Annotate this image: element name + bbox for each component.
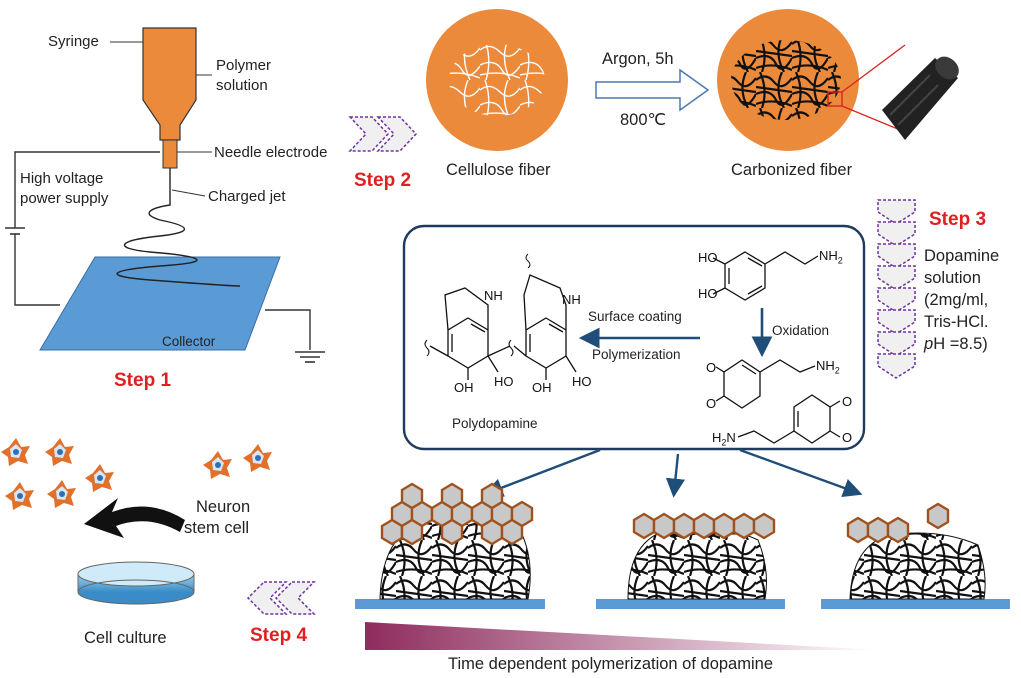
quinone-nh2: NH2 [816,358,840,376]
dopamine-nh2: NH2 [819,248,843,266]
quinone-h2n: H2N [712,430,736,448]
argon-condition-label: Argon, 5h [602,50,674,68]
quinone-o-bottom: O [706,396,717,411]
quinone-o-top: O [706,360,717,375]
cell-culture-label: Cell culture [84,629,167,647]
pda-coating-medium [632,512,776,540]
high-voltage-label-2: power supply [20,190,109,207]
dopamine-structure [712,251,819,301]
pda-ho-2: HO [572,374,592,389]
step2-chevrons [348,116,418,152]
pda-oh-1: OH [454,380,474,395]
substrate-1 [355,599,545,609]
pda-coating-thick [380,482,534,546]
polydopamine-structure [424,253,577,380]
surface-coating-label: Surface coating [588,309,682,324]
dopamine-ho-top: HO [698,250,718,265]
neuron-label-1: Neuron [196,498,251,516]
neuron-cells [1,438,272,510]
quinone-structure [715,359,841,444]
carbon-fiber-zoom [882,56,959,140]
substrate-3 [821,599,1010,609]
step4-chevrons [246,581,316,615]
carbonization-arrow [595,68,710,112]
dopamine-solution-line4: Tris-HCl. [924,313,989,331]
substrate-2 [596,599,785,609]
pda-coating-thin [846,502,950,544]
syringe-body [142,27,197,141]
neuron-label-2: stem cell [184,519,250,537]
carbonized-fiber-label: Carbonized fiber [731,161,853,179]
step3-label: Step 3 [929,209,987,230]
pda-nh-1: NH [484,288,503,303]
quinone2-o-bottom: O [842,430,853,445]
dopamine-solution-line5: pH =8.5) [924,335,988,353]
step4-label: Step 4 [250,625,308,646]
needle-electrode [162,139,178,169]
quinone2-o-top: O [842,394,853,409]
high-voltage-label-1: High voltage [20,170,104,187]
charged-jet [116,168,241,287]
dopamine-ho-bottom: HO [698,286,718,301]
polydopamine-label: Polydopamine [452,416,538,431]
collector-label: Collector [162,334,216,349]
pda-oh-2: OH [532,380,552,395]
electrospinning-setup [5,27,325,363]
dopamine-solution-line1: Dopamine [924,247,1000,265]
dopamine-solution-line2: solution [924,269,981,287]
oxidation-label: Oxidation [772,323,830,338]
pda-ho-1: HO [494,374,514,389]
needle-electrode-label: Needle electrode [214,144,328,161]
zoom-box [827,91,843,107]
time-dependent-caption: Time dependent polymerization of dopamin… [448,655,773,673]
time-gradient-triangle [365,622,880,650]
petri-dish [77,561,195,605]
dopamine-solution-line3: (2mg/ml, [924,291,989,309]
step1-label: Step 1 [114,370,172,391]
collector-plate [39,256,281,351]
polymerization-label: Polymerization [592,347,681,362]
charged-jet-label: Charged jet [208,188,286,205]
step2-label: Step 2 [354,170,412,191]
polymer-label-1: Polymer [216,57,272,74]
fiber-mat-3 [849,532,986,600]
cellulose-fiber-label: Cellulose fiber [446,161,551,179]
step3-chevrons [877,199,916,379]
syringe-label: Syringe [48,33,99,50]
pda-nh-2: NH [562,292,581,307]
temperature-label: 800℃ [620,111,667,129]
curved-arrow [84,498,185,538]
polymer-label-2: solution [216,77,268,94]
